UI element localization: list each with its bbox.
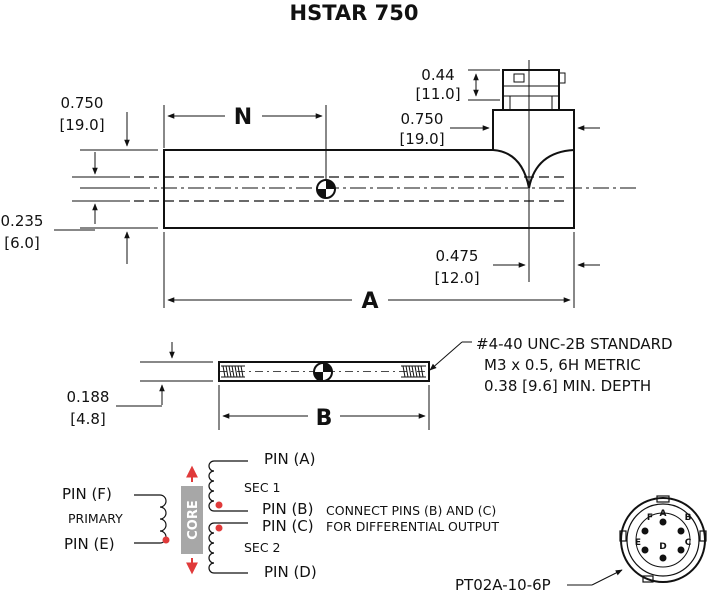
dim-core-diameter-mm: [4.8] [70,410,106,428]
center-of-gravity-symbol [316,179,336,199]
connector-pin-e [641,546,649,554]
thread-note-line-2: M3 x 0.5, 6H METRIC [484,356,641,374]
core-view [116,341,472,430]
pin-a-label: PIN (A) [264,450,315,468]
sec2-label: SEC 2 [244,540,281,555]
dim-left-height-in: 0.750 [61,94,104,112]
pin-d-label: PIN (D) [264,563,317,581]
primary-polarity-dot [162,536,170,544]
dim-a-label: A [361,289,378,314]
secondary-2-coil [208,522,248,574]
connector-pin-b [677,527,685,535]
sec1-polarity-dot [215,501,223,509]
side-view [54,60,640,308]
sec2-polarity-dot [215,524,223,532]
pin-b-label: PIN (B) [262,500,313,518]
dim-left-height-mm: [19.0] [59,116,104,134]
connector-pin-d [659,554,667,562]
v-notch [492,149,575,189]
core-center-of-gravity-symbol [313,362,333,382]
connector-pin-c [677,546,685,554]
thread-left [221,365,245,378]
dim-left-offset-mm: [6.0] [4,234,40,252]
core-bar [181,486,203,554]
thread-right [401,365,426,378]
connector-body [502,69,560,111]
dim-left-offset-in: 0.235 [1,212,44,230]
pin-f-label: PIN (F) [62,485,112,503]
connector-end-view [567,495,707,586]
primary-label: PRIMARY [68,511,123,526]
secondary-1-coil [208,460,248,512]
housing-outline [163,109,575,229]
pin-e-label: PIN (E) [64,535,115,553]
core-bar-label: CORE [186,500,201,539]
wiring-schematic [134,460,248,575]
dim-core-diameter-in: 0.188 [67,388,110,406]
diff-output-note-line-2: FOR DIFFERENTIAL OUTPUT [326,519,499,534]
connector-letter-b: B [685,513,692,523]
sec1-label: SEC 1 [244,480,281,495]
connector-pin-a [659,518,667,526]
connector-letter-e: E [635,538,641,548]
dim-connector-height-in: 0.44 [421,66,454,84]
dim-connector-block-mm: [19.0] [399,130,444,148]
dim-n-label: N [234,105,252,130]
diff-output-note-line-1: CONNECT PINS (B) AND (C) [326,503,496,518]
dim-end-offset-in: 0.475 [436,247,479,265]
primary-coil [134,494,167,544]
dim-connector-block-in: 0.750 [401,110,444,128]
thread-note-line-3: 0.38 [9.6] MIN. DEPTH [484,377,651,395]
connector-letter-a: A [660,509,667,519]
dim-connector-height-mm: [11.0] [415,85,460,103]
connector-key [513,73,525,83]
pin-c-label: PIN (C) [262,517,314,535]
connector-part-number: PT02A-10-6P [455,576,551,594]
connector-pin-f [641,527,649,535]
dim-b-label: B [316,406,333,431]
dim-end-offset-mm: [12.0] [434,269,479,287]
connector-letter-f: F [647,513,653,523]
connector-letter-d: D [659,542,666,552]
thread-note-line-1: #4-40 UNC-2B STANDARD [476,335,673,353]
connector-letter-c: C [685,538,692,548]
drawing-title: HSTAR 750 [290,1,419,25]
